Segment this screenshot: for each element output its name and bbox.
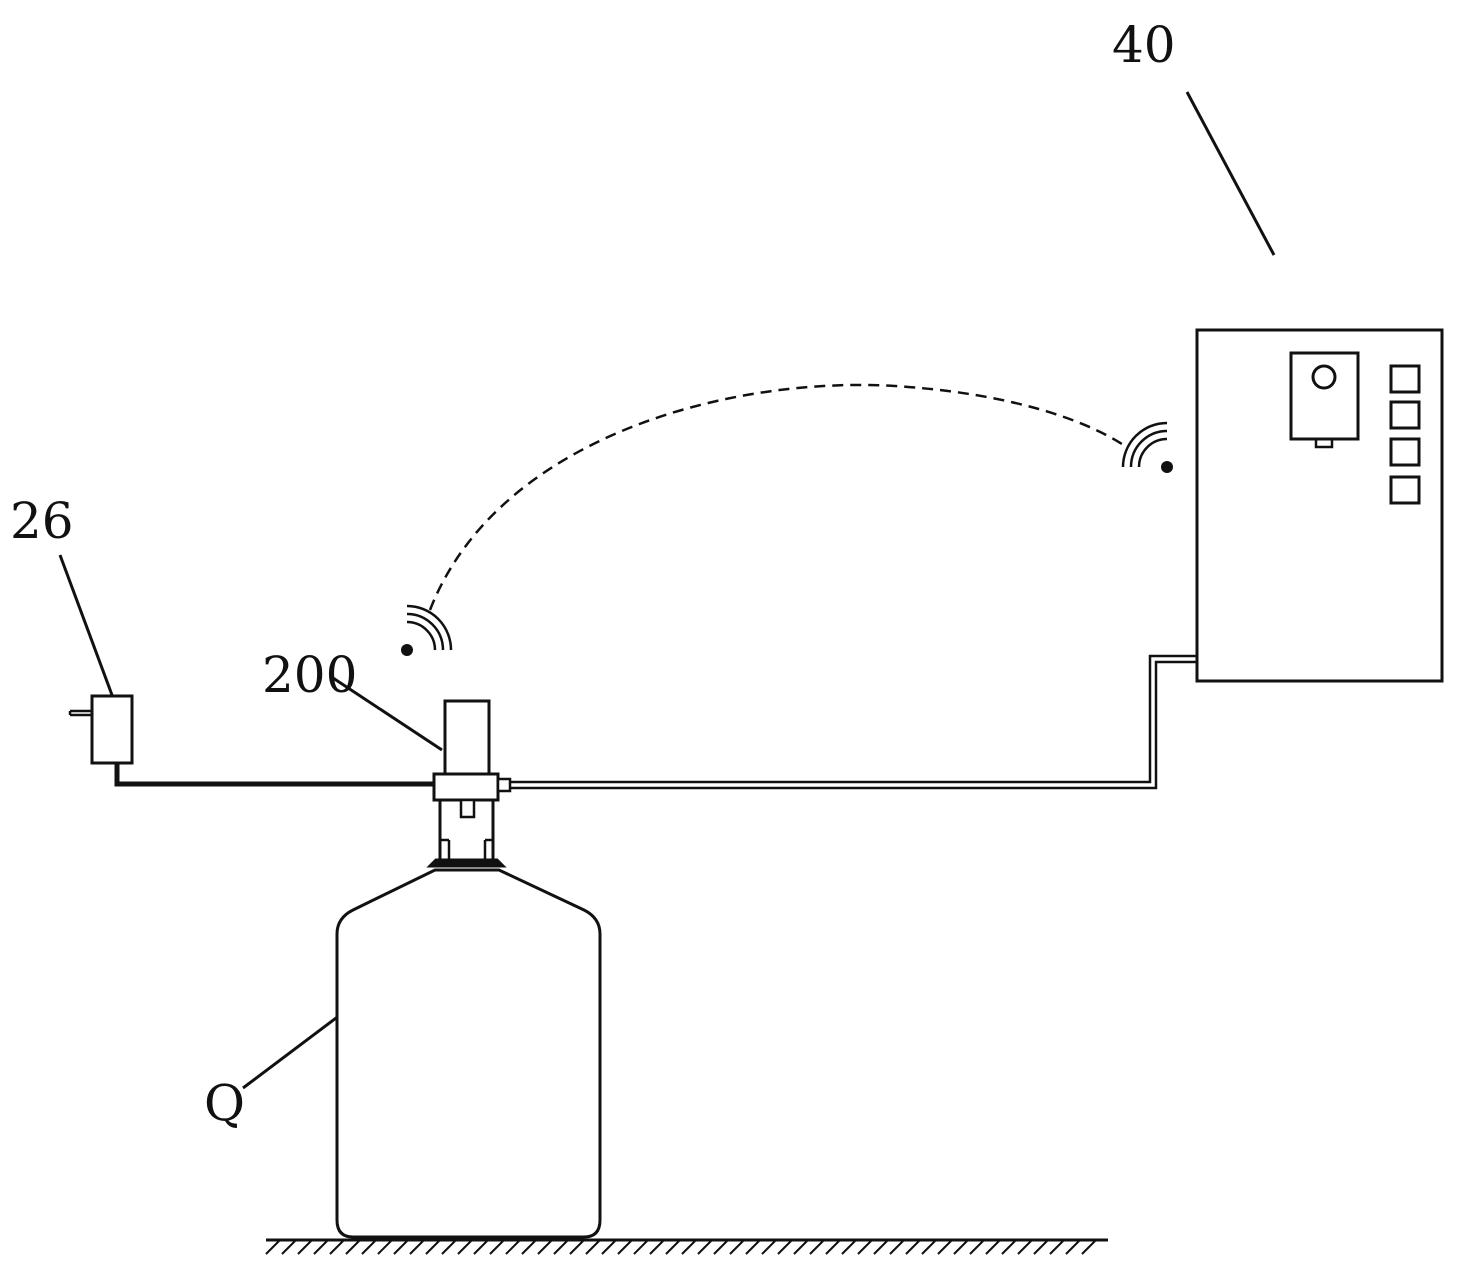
power-adapter bbox=[68, 694, 134, 765]
wifi-signal-icon bbox=[401, 604, 453, 656]
controller-unit bbox=[1195, 328, 1444, 683]
hatch-mark bbox=[1081, 1239, 1097, 1255]
hatch-mark bbox=[745, 1239, 761, 1255]
hatch-mark bbox=[649, 1239, 665, 1255]
hatch-mark bbox=[761, 1239, 777, 1255]
hatch-mark bbox=[489, 1239, 505, 1255]
leader-lines bbox=[58, 91, 1276, 1090]
controller-button-3 bbox=[1389, 437, 1421, 467]
hatch-mark bbox=[809, 1239, 825, 1255]
hatch-mark bbox=[409, 1239, 425, 1255]
hatch-mark bbox=[393, 1239, 409, 1255]
hatch-mark bbox=[889, 1239, 905, 1255]
hatch-mark bbox=[345, 1239, 361, 1255]
hatch-mark bbox=[265, 1239, 281, 1255]
hatch-mark bbox=[425, 1239, 441, 1255]
hatch-mark bbox=[873, 1239, 889, 1255]
hatch-mark bbox=[665, 1239, 681, 1255]
hatch-mark bbox=[905, 1239, 921, 1255]
hatch-mark bbox=[681, 1239, 697, 1255]
hatch-mark bbox=[537, 1239, 553, 1255]
hatch-mark bbox=[1017, 1239, 1033, 1255]
label-bottle: Q bbox=[204, 1074, 245, 1132]
ground bbox=[265, 1238, 1108, 1255]
pump-connector bbox=[496, 777, 512, 793]
water-bottle bbox=[335, 868, 602, 1239]
hatch-mark bbox=[969, 1239, 985, 1255]
controller-button-2 bbox=[1389, 400, 1421, 430]
pump-window bbox=[459, 798, 476, 819]
hatch-mark bbox=[713, 1239, 729, 1255]
hatch-mark bbox=[633, 1239, 649, 1255]
hatch-mark bbox=[441, 1239, 457, 1255]
leader-controller bbox=[1185, 91, 1276, 256]
hatch-mark bbox=[617, 1239, 633, 1255]
hatch-mark bbox=[297, 1239, 313, 1255]
hatch-mark bbox=[505, 1239, 521, 1255]
hatch-mark bbox=[521, 1239, 537, 1255]
hatch-mark bbox=[457, 1239, 473, 1255]
controller-knob bbox=[1311, 364, 1337, 390]
hatch-mark bbox=[377, 1239, 393, 1255]
hatch-mark bbox=[313, 1239, 329, 1255]
leader-adapter bbox=[58, 554, 114, 696]
hatch-mark bbox=[985, 1239, 1001, 1255]
hatch-mark bbox=[857, 1239, 873, 1255]
label-adapter: 26 bbox=[10, 492, 74, 550]
wireless-link-arc bbox=[428, 383, 1129, 611]
hatch-mark bbox=[1033, 1239, 1049, 1255]
hatch-mark bbox=[1065, 1239, 1081, 1255]
hatch-mark bbox=[473, 1239, 489, 1255]
hatch-mark bbox=[1049, 1239, 1065, 1255]
hatch-mark bbox=[601, 1239, 617, 1255]
hatch-mark bbox=[569, 1239, 585, 1255]
hatch-mark bbox=[921, 1239, 937, 1255]
hatch-mark bbox=[553, 1239, 569, 1255]
adapter-cable bbox=[114, 763, 436, 787]
controller-button-1 bbox=[1389, 364, 1421, 394]
hatch-mark bbox=[1001, 1239, 1017, 1255]
hatch-mark bbox=[585, 1239, 601, 1255]
label-pump: 200 bbox=[262, 646, 357, 704]
leader-pump bbox=[332, 676, 443, 752]
hatch-mark bbox=[937, 1239, 953, 1255]
ground-hatching bbox=[265, 1239, 1097, 1255]
hatch-mark bbox=[281, 1239, 297, 1255]
hatch-mark bbox=[793, 1239, 809, 1255]
label-controller: 40 bbox=[1112, 16, 1176, 74]
adapter-body bbox=[90, 694, 134, 765]
controller-cable bbox=[497, 654, 1197, 790]
hatch-mark bbox=[825, 1239, 841, 1255]
hatch-mark bbox=[953, 1239, 969, 1255]
pump-motor bbox=[443, 699, 491, 776]
hatch-mark bbox=[361, 1239, 377, 1255]
pump-collar bbox=[432, 772, 500, 802]
controller-display-tab bbox=[1314, 437, 1334, 449]
wifi-signal-icon bbox=[1121, 421, 1173, 473]
hatch-mark bbox=[329, 1239, 345, 1255]
hatch-mark bbox=[841, 1239, 857, 1255]
hatch-mark bbox=[697, 1239, 713, 1255]
controller-housing bbox=[1195, 328, 1444, 683]
controller-button-4 bbox=[1389, 475, 1421, 505]
pump-base-flange bbox=[426, 858, 507, 868]
pump-assembly bbox=[426, 699, 512, 868]
hatch-mark bbox=[729, 1239, 745, 1255]
hatch-mark bbox=[777, 1239, 793, 1255]
